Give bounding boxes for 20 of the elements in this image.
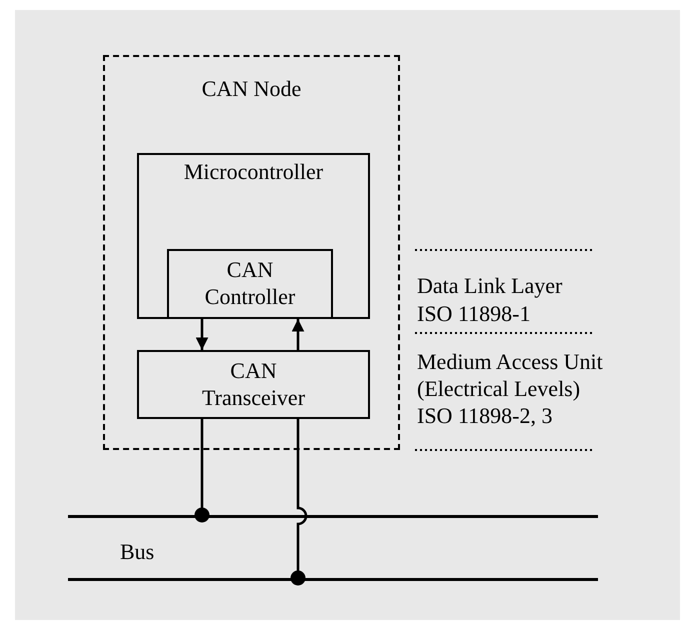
component-box xyxy=(137,153,370,319)
node-label: CAN Transceiver xyxy=(200,357,306,411)
node-group-box xyxy=(103,55,400,450)
bus-connection xyxy=(290,419,308,586)
node-label: CAN Node xyxy=(202,75,302,102)
component-box xyxy=(137,350,370,419)
node-label: CAN Controller xyxy=(204,256,296,310)
bus-line xyxy=(68,578,598,581)
bus-line xyxy=(68,515,598,518)
arrow xyxy=(196,319,208,350)
component-box xyxy=(167,249,333,319)
layer-label: Medium Access Unit xyxy=(417,348,603,375)
bus-connection xyxy=(194,419,210,522)
arrow xyxy=(292,319,304,350)
node-label: Microcontroller xyxy=(184,158,324,185)
layer-label: (Electrical Levels) xyxy=(417,375,580,402)
layer-label: Data Link Layer xyxy=(417,272,562,299)
bus-label: Bus xyxy=(120,538,154,565)
layer-label: ISO 11898-1 xyxy=(417,300,530,327)
layer-label: ISO 11898-2, 3 xyxy=(417,402,552,429)
